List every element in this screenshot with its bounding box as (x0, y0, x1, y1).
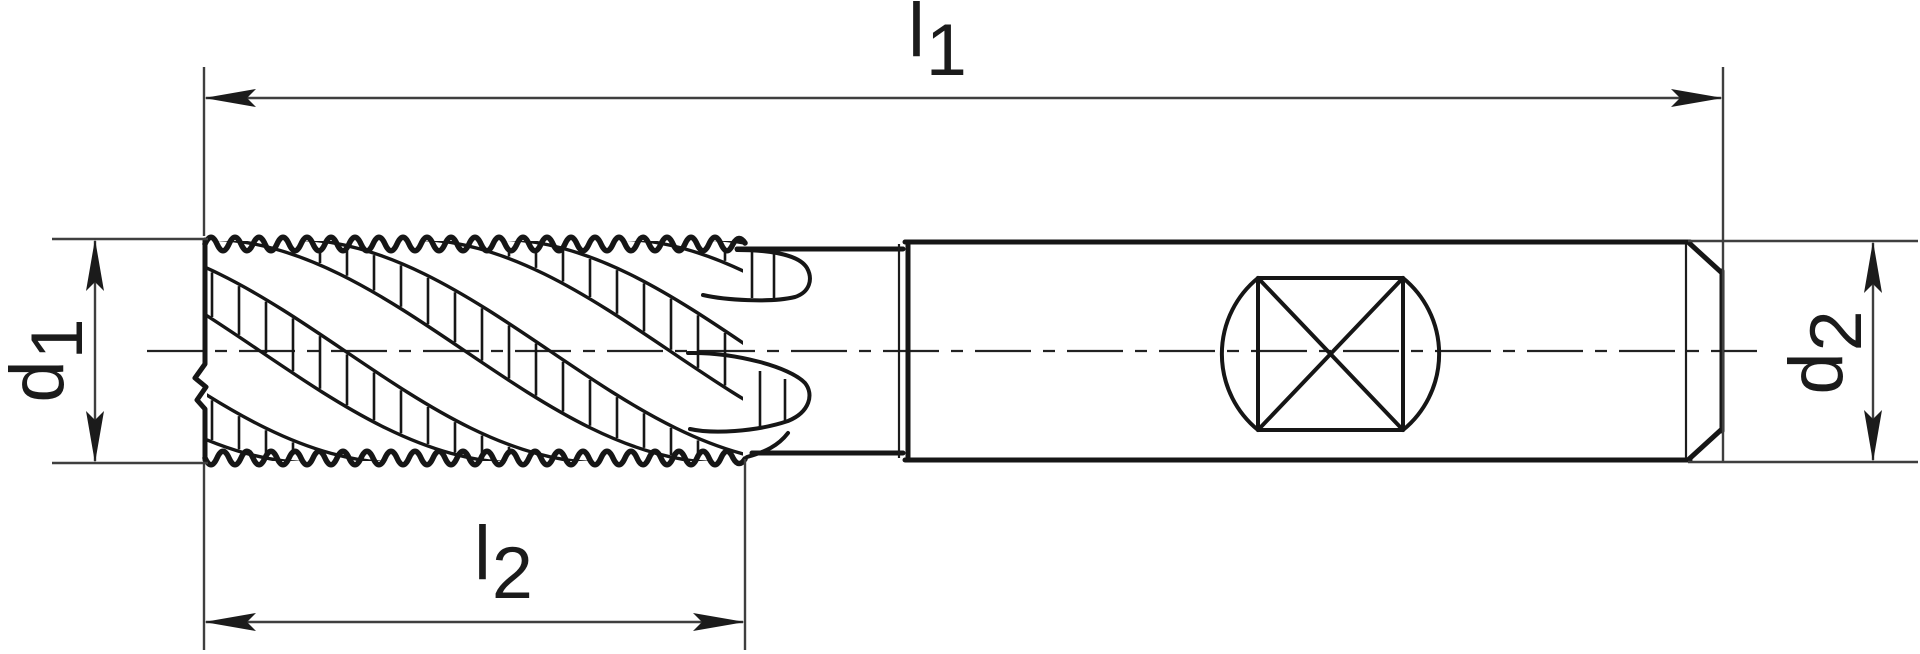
label-l1-sub: 1 (925, 8, 968, 92)
dimension-d2 (1688, 239, 1918, 464)
label-d2-sub: 2 (1794, 309, 1878, 352)
neck-section (734, 239, 911, 463)
flute-pattern (207, 241, 743, 461)
label-d2-base: d (1774, 351, 1859, 395)
label-l2: l2 (474, 516, 534, 610)
dimension-d1 (52, 237, 208, 465)
flute-helix-lines (207, 241, 743, 461)
dimension-l2 (202, 459, 747, 650)
dimension-l1 (202, 67, 1725, 463)
label-d1-sub: 1 (15, 317, 99, 360)
label-d1-base: d (0, 359, 80, 403)
label-d2: d2 (1774, 309, 1877, 394)
weldon-flat-symbol (1219, 276, 1442, 432)
flute-runout (686, 248, 812, 459)
label-l2-base: l (474, 511, 492, 596)
flute-bottom-edge (202, 448, 748, 468)
flute-top-edge (202, 234, 748, 254)
label-d1: d1 (0, 317, 98, 402)
label-l1-base: l (908, 0, 926, 73)
label-l1: l1 (908, 0, 968, 87)
label-l2-sub: 2 (491, 531, 534, 615)
flute-left-edge (192, 237, 209, 463)
